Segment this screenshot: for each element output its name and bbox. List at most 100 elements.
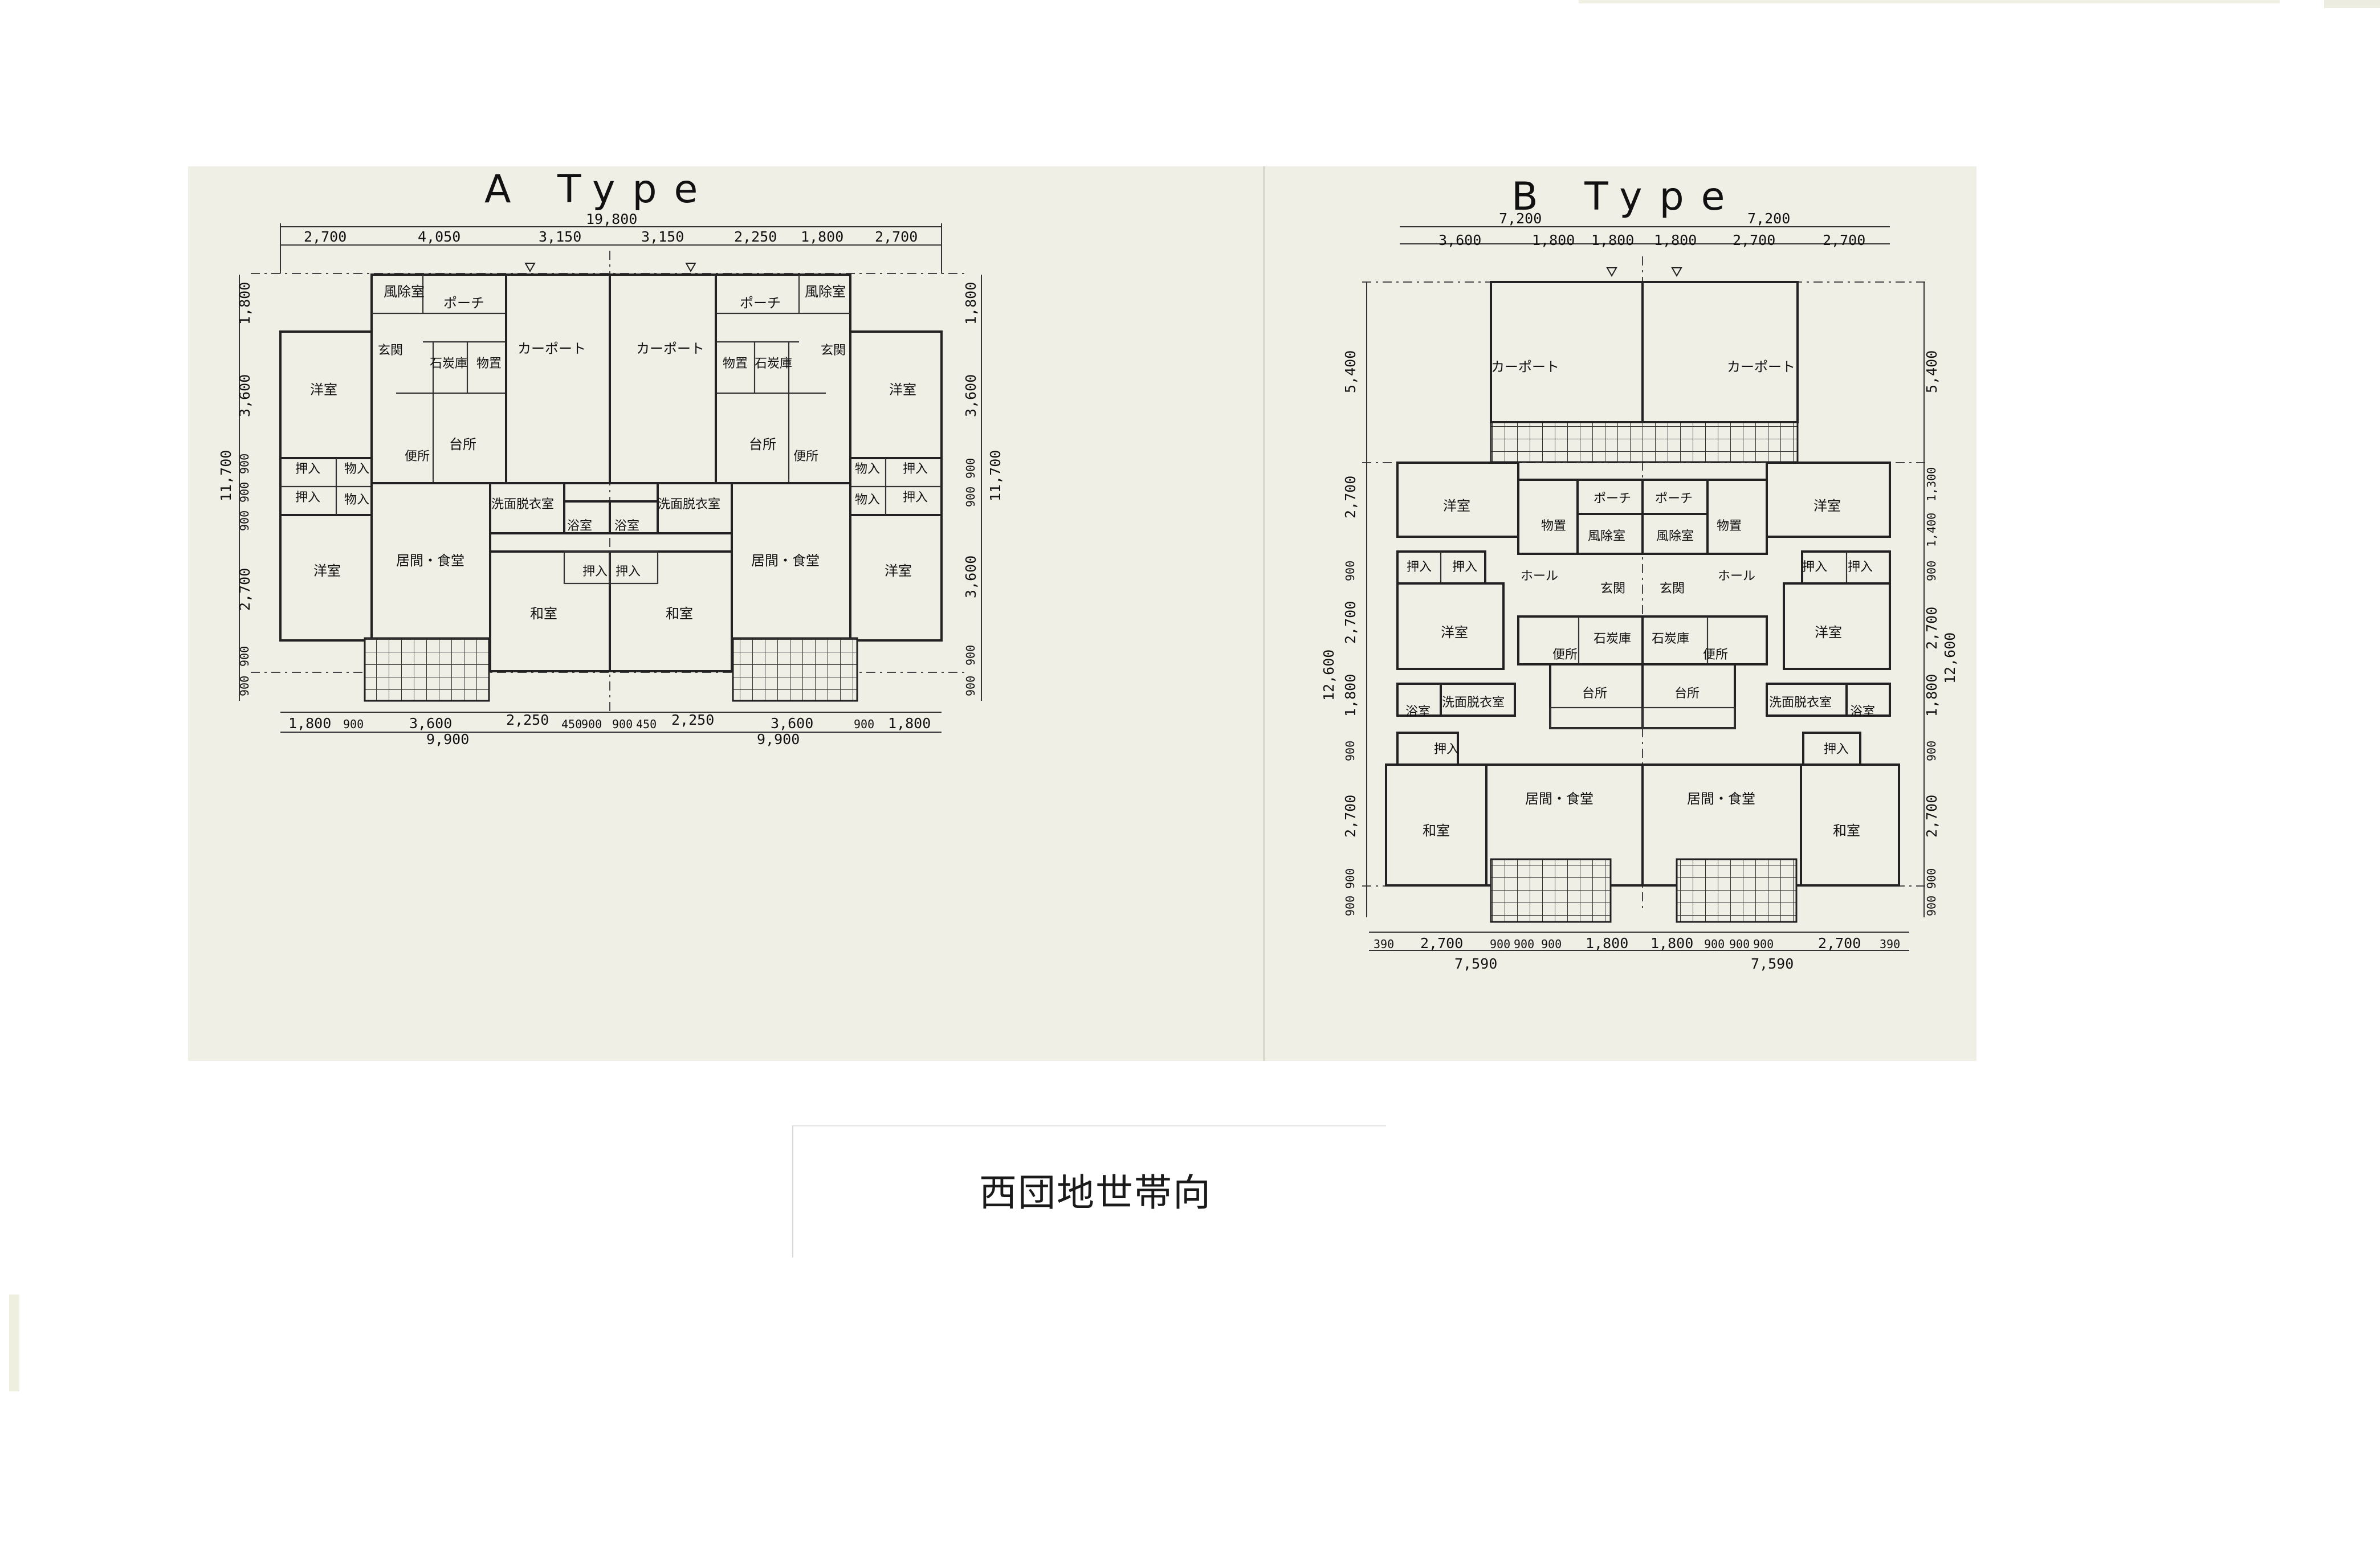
b-dim-right-3: 1,400 (1925, 513, 1938, 547)
b-right-entrance-label: 玄関 (1660, 582, 1685, 596)
a-right-western-bottom-label: 洋室 (885, 563, 912, 579)
a-dim-top-3: 3,150 (539, 228, 581, 245)
a-left-toilet-label: 便所 (405, 450, 430, 464)
a-dim-bot-7: 900 (612, 717, 633, 731)
b-dim-bot-5: 900 (1541, 937, 1562, 951)
b-right-japanese-label: 和室 (1833, 823, 1860, 839)
a-dim-right-3: 900 (964, 458, 977, 479)
a-dim-left-6: 2,700 (237, 568, 253, 611)
a-right-entrance-label: 玄関 (821, 344, 846, 358)
b-left-western-mid-label: 洋室 (1441, 624, 1468, 640)
b-dim-top-1: 3,600 (1438, 232, 1481, 248)
a-type-side-dimensions: 11,700 11,700 1,800 3,600 900 900 900 2,… (218, 275, 1004, 701)
b-dim-bot-12: 390 (1880, 937, 1900, 951)
a-left-living-label: 居間・食堂 (396, 553, 464, 569)
b-type-side-dimensions: 12,600 12,600 5,400 2,700 900 2,700 1,80… (1321, 282, 1958, 917)
page-edge-left (9, 1295, 19, 1391)
a-dim-left-2: 3,600 (237, 374, 253, 417)
a-dim-bot-8: 450 (636, 717, 657, 731)
b-dim-right-10: 900 (1925, 896, 1938, 916)
a-right-coal-label: 石炭庫 (755, 357, 792, 371)
a-center-closet-2: 押入 (616, 565, 641, 579)
a-right-carport-label: カーポート (636, 341, 704, 357)
a-left-japanese-label: 和室 (530, 606, 557, 622)
a-right-closet-1: 押入 (903, 462, 928, 476)
a-dim-bot-total-2: 9,900 (757, 731, 800, 748)
a-dim-right-6: 900 (964, 645, 977, 665)
a-right-closet-2: 押入 (903, 491, 928, 505)
b-dim-bot-9: 900 (1729, 937, 1750, 951)
b-right-storage-label: 物置 (1717, 519, 1742, 533)
b-left-living-label: 居間・食堂 (1525, 791, 1594, 807)
a-type-top-dimensions: 19,800 2,700 4,050 3,150 3,150 2,250 1,8… (280, 211, 942, 273)
b-right-toilet-label: 便所 (1703, 648, 1728, 662)
b-right-washroom (1766, 683, 1848, 717)
b-left-western-top-label: 洋室 (1443, 498, 1470, 514)
b-left-closet-lower-label: 押入 (1434, 742, 1459, 757)
a-dim-right-4: 900 (964, 487, 977, 507)
b-left-washroom-label: 洗面脱衣室 (1442, 696, 1505, 710)
b-dim-left-6: 900 (1343, 741, 1357, 761)
b-right-balcony (1676, 858, 1798, 923)
b-left-hall-label: ホール (1521, 569, 1558, 583)
a-left-kitchen-label: 台所 (449, 436, 476, 452)
b-right-western-mid-label: 洋室 (1815, 624, 1842, 640)
a-dim-bot-total-1: 9,900 (426, 731, 469, 748)
a-dim-top-4: 3,150 (641, 228, 684, 245)
a-dim-left-8: 900 (238, 676, 251, 696)
a-dim-right-1: 1,800 (963, 282, 979, 325)
a-left-washroom-label: 洗面脱衣室 (491, 497, 554, 512)
a-dim-left-4: 900 (238, 482, 251, 503)
b-right-wind-label: 風除室 (1656, 529, 1694, 544)
b-dim-bot-1: 390 (1374, 937, 1394, 951)
b-dim-bot-4: 900 (1514, 937, 1534, 951)
a-right-japanese (609, 550, 733, 672)
a-dim-top-2: 4,050 (418, 228, 460, 245)
a-dim-bot-1: 1,800 (288, 715, 331, 732)
b-entry-marker-left (1606, 267, 1617, 277)
b-dim-top-5: 2,700 (1733, 232, 1775, 248)
b-dim-bot-total-1: 7,590 (1454, 956, 1497, 972)
a-dim-bot-11: 900 (854, 717, 874, 731)
a-dim-top-1: 2,700 (304, 228, 347, 245)
b-left-closet-1: 押入 (1407, 560, 1432, 574)
a-entry-marker-right (685, 263, 696, 273)
a-right-wind-room-label: 風除室 (805, 284, 846, 300)
b-left-toilet-label: 便所 (1552, 648, 1578, 662)
b-dim-right-1: 5,400 (1923, 350, 1940, 393)
a-right-western-top-label: 洋室 (889, 382, 916, 398)
a-left-carport-label: カーポート (517, 341, 586, 357)
a-left-store-1: 物入 (344, 462, 369, 476)
b-dim-right-5: 2,700 (1923, 607, 1940, 650)
b-right-hall-label: ホール (1718, 569, 1755, 583)
b-dim-bot-11: 2,700 (1818, 935, 1861, 952)
b-dim-bot-2: 2,700 (1420, 935, 1463, 952)
b-dim-bot-total-2: 7,590 (1751, 956, 1794, 972)
a-left-western-bottom-label: 洋室 (313, 563, 341, 579)
a-type-bottom-dimensions: 1,800 900 3,600 2,250 450 900 900 450 2,… (280, 712, 942, 748)
b-left-closet-2: 押入 (1452, 560, 1477, 574)
a-left-closet-2: 押入 (295, 491, 320, 505)
b-type-plan: B Type 7,200 7,200 3,600 1,800 1,800 1,8… (1321, 174, 1958, 972)
a-dim-side-total-left: 11,700 (218, 450, 234, 501)
b-left-japanese-label: 和室 (1423, 823, 1450, 839)
b-dim-side-total-right: 12,600 (1942, 632, 1958, 684)
a-dim-top-total: 19,800 (586, 211, 637, 227)
b-dim-left-3: 900 (1343, 561, 1357, 581)
b-entry-marker-right (1671, 267, 1682, 277)
a-dim-right-7: 900 (964, 676, 977, 696)
a-entry-marker-left (524, 263, 536, 273)
a-right-store-1: 物入 (855, 462, 880, 476)
a-left-coal-label: 石炭庫 (430, 357, 467, 371)
a-right-toilet-label: 便所 (793, 450, 818, 464)
b-dim-top-2: 1,800 (1532, 232, 1575, 248)
a-dim-bot-5: 450 (561, 717, 582, 731)
a-right-bath (609, 500, 659, 534)
a-left-closet-1: 押入 (295, 462, 320, 476)
b-left-kitchen-label: 台所 (1582, 687, 1607, 701)
a-dim-top-6: 1,800 (801, 228, 843, 245)
b-left-carport-label: カーポート (1491, 359, 1559, 375)
b-right-carport-label: カーポート (1727, 359, 1795, 375)
b-dim-top-half-1: 7,200 (1499, 210, 1542, 227)
